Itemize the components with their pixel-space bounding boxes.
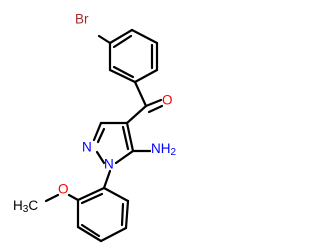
bond [108, 28, 134, 45]
bond [99, 226, 128, 243]
bond [144, 98, 163, 108]
bond [133, 80, 148, 108]
carbonyl-oxygen-label: O [162, 93, 173, 108]
amino-group-label: NH2 [151, 141, 177, 158]
bond [76, 225, 103, 243]
bond [80, 223, 101, 238]
bond [112, 34, 133, 49]
bromophenyl-ring [108, 28, 159, 84]
methyl-group-label: H3C [13, 198, 38, 215]
amino-main: NH [151, 141, 171, 156]
bond [130, 28, 159, 45]
bond [114, 149, 135, 165]
bond [108, 68, 137, 84]
bond [121, 125, 130, 151]
methyl-carbon: C [28, 198, 38, 213]
amino-subscript: 2 [171, 147, 177, 158]
bond [102, 169, 112, 190]
bond [76, 186, 106, 202]
bromine-label: Br [75, 12, 89, 27]
bond [133, 68, 159, 84]
bond [124, 199, 130, 230]
bond [67, 193, 80, 202]
bond [120, 202, 125, 227]
bond [97, 34, 112, 45]
bond [125, 104, 148, 125]
bond [147, 104, 164, 114]
methyl-main: H [13, 198, 23, 213]
bond [102, 186, 130, 203]
bond [92, 121, 103, 142]
n1-nitrogen-label: N [104, 157, 114, 172]
bond [112, 65, 135, 79]
pyrazole-ring [92, 121, 135, 165]
methoxy-oxygen-label: O [58, 182, 69, 197]
bond [95, 150, 106, 165]
bond [44, 193, 60, 203]
methoxyphenyl-ring [76, 186, 130, 243]
chemical-structure: Br O N N NH2 O H3C [13, 12, 177, 243]
methyl-subscript: 3 [23, 204, 29, 215]
bond [125, 121, 135, 153]
bond [96, 127, 106, 144]
pyrazole-nitrogen-label: N [82, 140, 92, 155]
bond [80, 192, 104, 205]
